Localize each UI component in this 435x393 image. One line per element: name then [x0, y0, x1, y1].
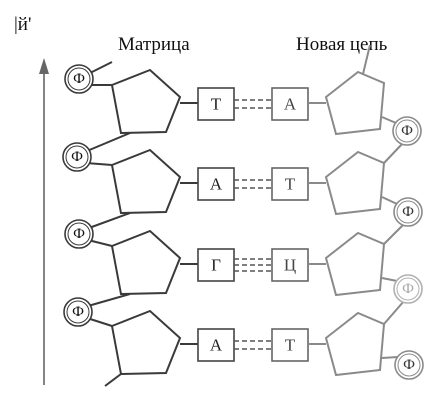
- corner-mark: |й': [14, 14, 31, 35]
- new-base-letter: Ц: [284, 256, 296, 275]
- template-sugar: [110, 309, 182, 376]
- template-phosphate-label: Ф: [72, 304, 84, 320]
- template-phosphate: [64, 219, 94, 249]
- new-phosphate-label: Ф: [402, 204, 414, 220]
- new-base-box: [271, 328, 309, 362]
- new-sugar: [324, 70, 386, 136]
- new-phosphate-inner: [396, 200, 420, 224]
- new-sugar: [324, 150, 386, 216]
- template-phosphate: [64, 64, 94, 94]
- new-strand-label: Новая цепь: [296, 34, 388, 55]
- template-phosphate-inner: [65, 145, 89, 169]
- new-sugar: [324, 311, 386, 377]
- template-phosphate-label: Ф: [73, 226, 85, 242]
- template-phosphate-inner: [67, 67, 91, 91]
- template-phosphate: [62, 142, 92, 172]
- template-phosphate-label: Ф: [71, 149, 83, 165]
- new-backbone-bond: [381, 196, 398, 205]
- template-phosphate: [63, 297, 93, 327]
- new-phosphate-label: Ф: [403, 357, 415, 373]
- new-base-box: [271, 87, 309, 121]
- template-base-letter: Т: [211, 95, 222, 114]
- new-sugar: [324, 231, 386, 297]
- template-base-box: [197, 87, 235, 121]
- template-sugar: [110, 229, 182, 296]
- template-backbone-bond: [86, 132, 131, 152]
- direction-arrow-head: [39, 58, 49, 74]
- new-phosphate-inner: [395, 119, 419, 143]
- new-backbone-bond: [381, 116, 397, 124]
- template-base-box: [197, 167, 235, 201]
- new-phosphate-label: Ф: [401, 123, 413, 139]
- template-base-letter: А: [210, 336, 223, 355]
- strands-layer: Ф Т А Ф Ф А Т Ф Ф Г Ц Ф Ф А Т Ф: [39, 44, 424, 387]
- new-base-letter: А: [284, 95, 297, 114]
- template-backbone-bond: [87, 293, 131, 307]
- new-backbone-top: [362, 44, 371, 75]
- template-backbone-bond: [104, 373, 122, 387]
- template-base-letter: Г: [211, 256, 221, 275]
- new-phosphate-inner: [396, 277, 420, 301]
- template-base-letter: А: [210, 175, 223, 194]
- new-base-letter: Т: [285, 175, 296, 194]
- template-sugar: [110, 68, 182, 135]
- template-base-box: [197, 248, 235, 282]
- new-backbone-bond: [383, 142, 404, 164]
- new-phosphate-inner: [397, 353, 421, 377]
- new-phosphate: [392, 116, 422, 146]
- template-phosphate-label: Ф: [73, 71, 85, 87]
- template-sugar: [110, 148, 182, 215]
- template-backbone-bond: [86, 317, 113, 327]
- new-phosphate: [393, 274, 423, 304]
- template-strand-label: Матрица: [118, 34, 190, 55]
- new-base-letter: Т: [285, 336, 296, 355]
- template-phosphate-inner: [66, 300, 90, 324]
- template-base-box: [197, 328, 235, 362]
- new-backbone-bond: [383, 223, 405, 245]
- new-backbone-bond: [381, 277, 398, 282]
- new-phosphate: [393, 197, 423, 227]
- new-phosphate-label: Ф: [402, 281, 414, 297]
- new-backbone-bond: [381, 356, 399, 359]
- new-backbone-bond: [383, 300, 405, 325]
- new-phosphate: [394, 350, 424, 380]
- template-backbone-bond: [88, 212, 131, 229]
- template-phosphate-inner: [67, 222, 91, 246]
